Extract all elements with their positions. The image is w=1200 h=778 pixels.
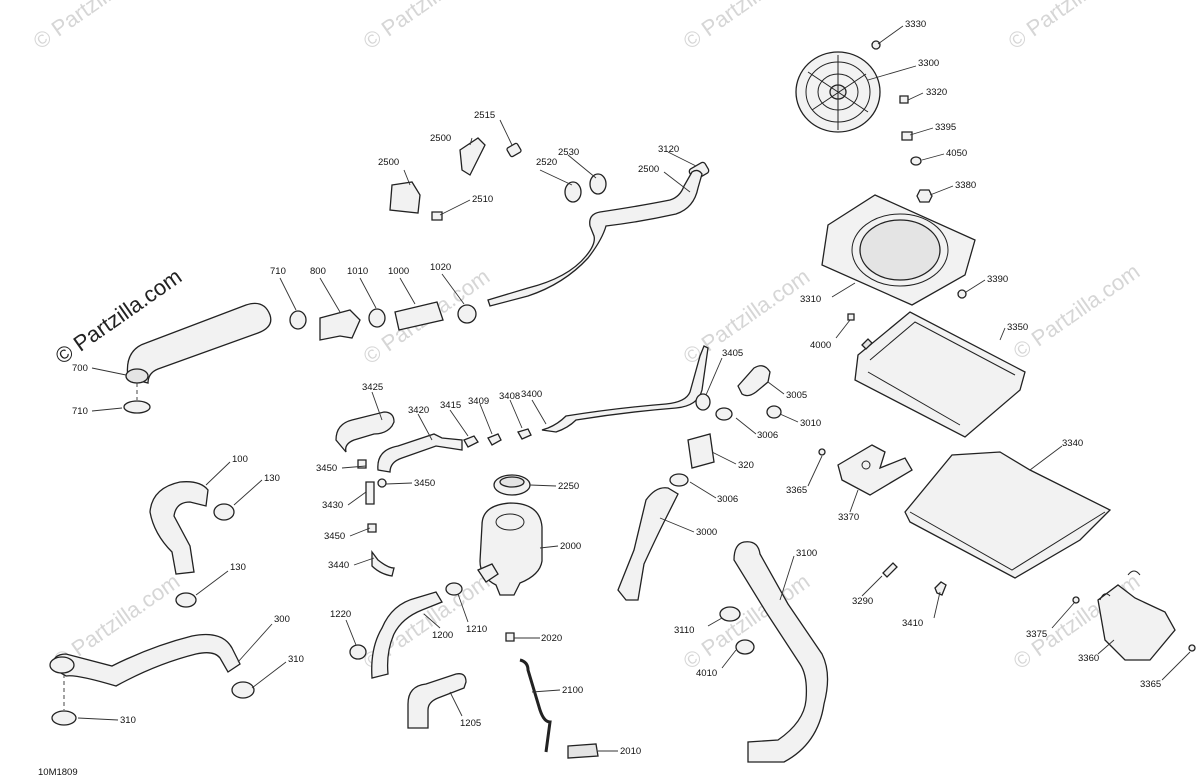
callout-label: 300 [274, 614, 290, 625]
callout-label: 3440 [328, 560, 349, 571]
watermark-text: © Partzilla.com [679, 264, 815, 370]
callout-label: 320 [738, 460, 754, 471]
callout-label: 3370 [838, 512, 859, 523]
radiator [854, 311, 1026, 438]
callout-label: 3120 [658, 144, 679, 155]
callout-label: 3415 [440, 400, 461, 411]
callout-label: 3290 [852, 596, 873, 607]
callout-label: 310 [120, 715, 136, 726]
hose-3100 [719, 541, 829, 763]
callout-label: 2530 [558, 147, 579, 158]
fan-assembly [795, 40, 909, 133]
bleeder-fittings [357, 459, 395, 577]
callout-label: 1010 [347, 266, 368, 277]
upper-hose-line [123, 169, 703, 414]
callout-label: 3100 [796, 548, 817, 559]
callout-label: 2520 [536, 157, 557, 168]
callout-label: 2100 [562, 685, 583, 696]
callout-label: 3365 [786, 485, 807, 496]
callout-label: 3000 [696, 527, 717, 538]
callout-label: 800 [310, 266, 326, 277]
watermark-text: © Partzilla.com [679, 0, 815, 54]
callout-label: 1205 [460, 718, 481, 729]
callout-label: 3409 [468, 396, 489, 407]
callout-label: 1200 [432, 630, 453, 641]
callout-label: 100 [232, 454, 248, 465]
callout-label: 700 [72, 363, 88, 374]
radiator-shroud [821, 194, 976, 321]
callout-label: 710 [72, 406, 88, 417]
callout-label: 3430 [322, 500, 343, 511]
callout-label: 2500 [378, 157, 399, 168]
callout-label: 3450 [324, 531, 345, 542]
callout-labels: 3330 3300 3320 3395 4050 3380 3310 3390 … [72, 19, 1161, 757]
bracket-3360 [1072, 570, 1196, 661]
lower-center-hoses [349, 582, 467, 729]
callout-label: 3365 [1140, 679, 1161, 690]
callout-label: 3006 [717, 494, 738, 505]
callout-label: 310 [288, 654, 304, 665]
callout-label: 2020 [541, 633, 562, 644]
deflector-panel-3340 [904, 451, 1112, 579]
fan-small-hardware [901, 131, 933, 203]
callout-label: 3390 [987, 274, 1008, 285]
bracket-3370 [818, 444, 913, 496]
watermark-text: © Partzilla.com [359, 0, 495, 54]
callout-label: 2000 [560, 541, 581, 552]
callout-label: 1220 [330, 609, 351, 620]
callout-label: 3350 [1007, 322, 1028, 333]
callout-label: 3375 [1026, 629, 1047, 640]
callout-label: 3420 [408, 405, 429, 416]
callout-label: 3405 [722, 348, 743, 359]
watermark-text: © Partzilla.com [1004, 0, 1140, 54]
clip-3290 [882, 562, 898, 578]
callout-label: 3320 [926, 87, 947, 98]
callout-label: 4050 [946, 148, 967, 159]
callout-label: 3410 [902, 618, 923, 629]
callout-label: 3360 [1078, 653, 1099, 664]
callout-label: 1020 [430, 262, 451, 273]
callout-label: 3010 [800, 418, 821, 429]
callout-label: 3300 [918, 58, 939, 69]
callout-label: 130 [230, 562, 246, 573]
callout-label: 3005 [786, 390, 807, 401]
callout-label: 3450 [316, 463, 337, 474]
callout-label: 2250 [558, 481, 579, 492]
callout-label: 2500 [430, 133, 451, 144]
callout-label: 710 [270, 266, 286, 277]
callout-label: 3425 [362, 382, 383, 393]
callout-label: 3310 [800, 294, 821, 305]
callout-label: 3380 [955, 180, 976, 191]
callout-label: 3395 [935, 122, 956, 133]
callout-label: 2510 [472, 194, 493, 205]
watermark-text: © Partzilla.com [29, 0, 165, 54]
callout-label: 1210 [466, 624, 487, 635]
middle-hose-line [335, 345, 782, 601]
watermark-text: © Partzilla.com [1009, 259, 1145, 365]
callout-label: 3110 [674, 625, 694, 636]
left-hoses [49, 481, 255, 726]
callout-label: 2500 [638, 164, 659, 175]
clip-3410 [934, 581, 947, 596]
callout-label: 4010 [696, 668, 717, 679]
callout-label: 1000 [388, 266, 409, 277]
coolant-reservoir [477, 474, 599, 759]
callout-label: 3400 [521, 389, 542, 400]
leader-lines [63, 25, 1191, 752]
callout-label: 3408 [499, 391, 520, 402]
callout-label: 130 [264, 473, 280, 484]
callout-label: 3330 [905, 19, 926, 30]
callout-label: 3006 [757, 430, 778, 441]
callout-label: 3450 [414, 478, 435, 489]
callout-label: 2010 [620, 746, 641, 757]
callout-label: 2515 [474, 110, 495, 121]
callout-label: 3340 [1062, 438, 1083, 449]
callout-label: 4000 [810, 340, 831, 351]
diagram-code: 10M1809 [38, 767, 78, 778]
